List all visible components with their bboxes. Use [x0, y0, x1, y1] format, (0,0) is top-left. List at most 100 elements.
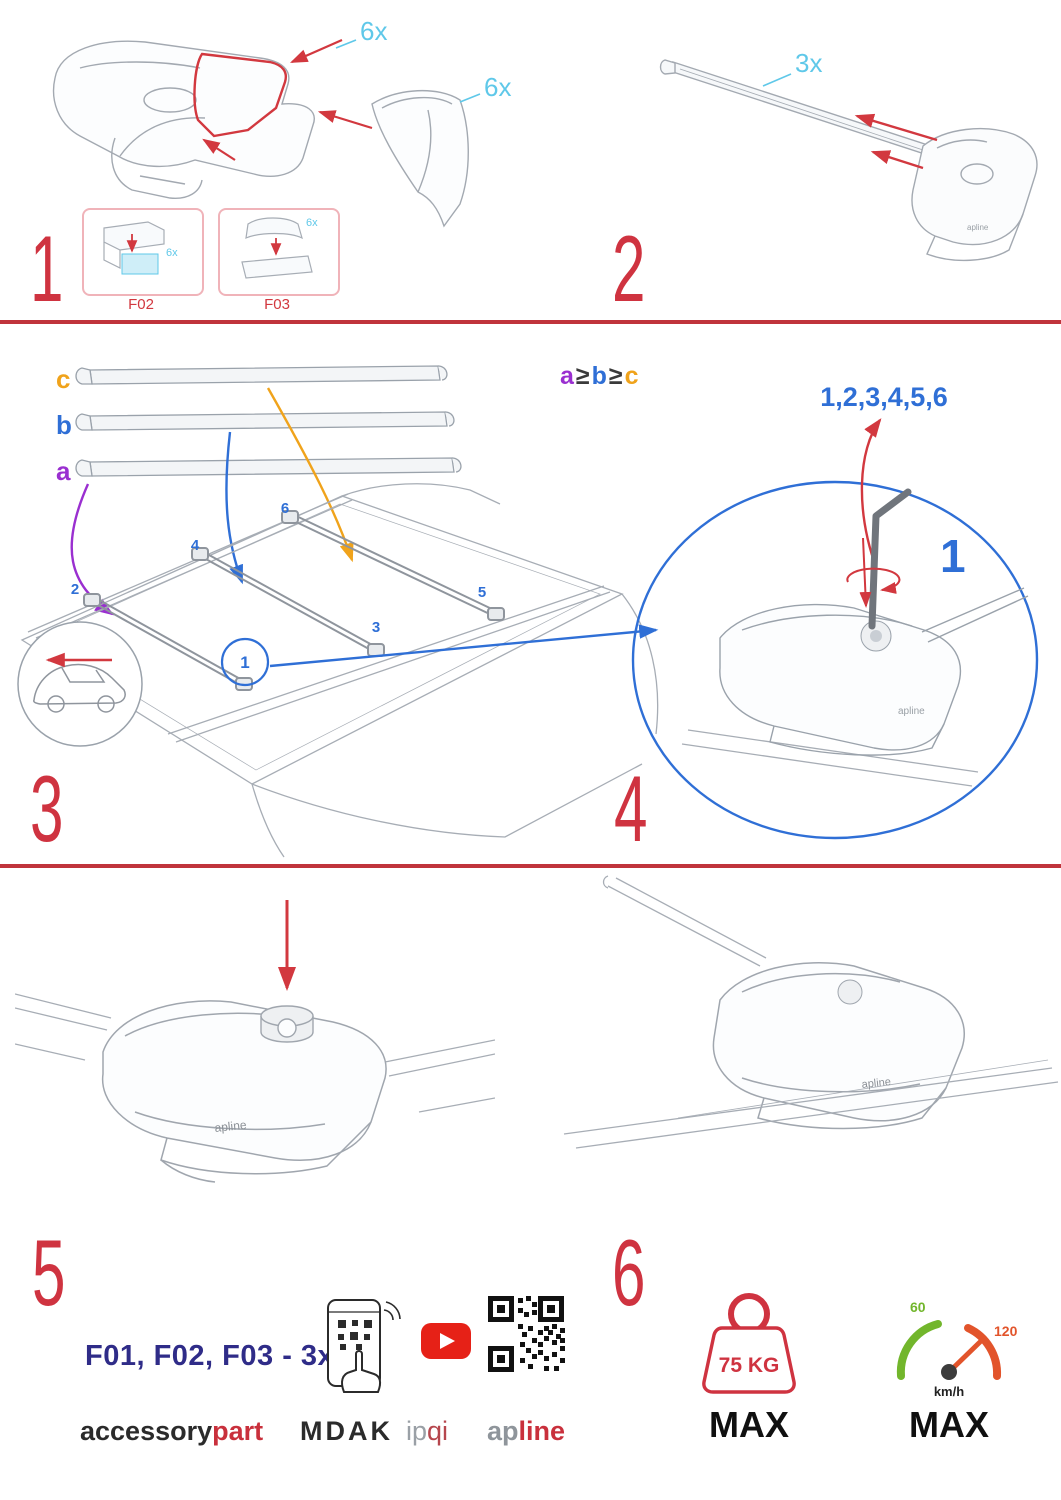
rotate-arrow [846, 567, 901, 594]
install-arrow-top [289, 38, 343, 64]
brand-apline-a: ap [487, 1416, 519, 1446]
rail-lines [15, 993, 495, 1113]
foot-logo-text: apline [861, 1076, 891, 1091]
qty-leader-2 [459, 93, 481, 103]
brand-accessorypart-b: part [212, 1416, 264, 1446]
thumb-f02-qty: 6x [166, 247, 178, 259]
step-number-6: 6 [612, 1220, 646, 1325]
thumb-f03-label: F03 [264, 296, 290, 313]
position-1: 1 [240, 653, 249, 672]
arrow-bar-b [225, 431, 244, 585]
brand-mdak: MDAK [300, 1416, 393, 1446]
knob-press-illustration: apline [15, 900, 495, 1183]
foot-mounted [712, 962, 965, 1130]
qr-code [488, 1296, 565, 1372]
car-direction-inset [17, 621, 143, 747]
install-arrow-side [317, 110, 373, 130]
weight-max-label: MAX [709, 1404, 789, 1445]
crossbar-stub [602, 875, 767, 967]
pointing-hand [341, 1350, 382, 1393]
step-order-label: 1 [940, 530, 966, 582]
thumb-f02: 6x [82, 208, 204, 296]
bar-label-a: a [56, 456, 71, 486]
position-4: 4 [191, 537, 200, 554]
zoom-circle [631, 480, 1039, 840]
qty-leader [762, 73, 792, 87]
tightening-zoom-illustration: 1,2,3,4,5,6 1 apline [631, 382, 1039, 840]
foot-cover-illustration: 6x 6x [52, 16, 511, 228]
sequence-label: 1,2,3,4,5,6 [820, 382, 948, 412]
brand-accessorypart-a: accessory [80, 1416, 213, 1446]
cover-part [371, 90, 469, 228]
phone-qr-scan-icon [327, 1299, 401, 1393]
brand-ipqi: ipqi [406, 1416, 448, 1447]
crossbar [659, 59, 938, 159]
step-number-2: 2 [612, 216, 646, 321]
scan-signal-arcs [383, 1301, 401, 1321]
mounted-bars [83, 510, 505, 691]
bolt-cap [837, 979, 863, 1005]
slide-arrow-2 [870, 150, 924, 170]
speed-low-label: 60 [910, 1299, 926, 1315]
step-number-4: 4 [614, 756, 648, 861]
mounted-foot-illustration: apline [563, 875, 1059, 1149]
step-number-3: 3 [30, 756, 64, 861]
qty-label-bar: 3x [795, 48, 822, 78]
speed-max-label: MAX [909, 1404, 989, 1445]
foot-logo-text: apline [214, 1118, 248, 1135]
thumb-f02-label: F02 [128, 296, 154, 313]
position-6: 6 [281, 500, 289, 517]
brand-accessorypart: accessorypart [80, 1416, 263, 1447]
qty-label-cover-side: 6x [484, 72, 511, 102]
position-3: 3 [372, 619, 380, 636]
bar-label-c: c [56, 364, 70, 394]
position-1-circle [220, 637, 270, 687]
size-order-formula: a≥b≥c [560, 362, 639, 390]
foot-logo-text: apline [898, 706, 925, 717]
gauge-red-arc [964, 1324, 1002, 1380]
foot-with-knob [101, 1000, 387, 1183]
adjustment-knob [260, 1005, 314, 1043]
qty-leader-1 [335, 39, 357, 49]
step-number-5: 5 [32, 1220, 66, 1325]
foot-body [52, 40, 315, 199]
position-5: 5 [478, 584, 486, 601]
step-number-1: 1 [30, 216, 64, 321]
sequence-arrow [860, 418, 882, 571]
thumb-f03-qty: 6x [306, 217, 318, 229]
slide-arrow-1 [854, 113, 938, 142]
qty-label-cover-top: 6x [360, 16, 387, 46]
position-2: 2 [71, 581, 79, 598]
brand-ipqi-a: ip [406, 1416, 428, 1446]
speed-unit-label: km/h [934, 1384, 964, 1399]
allen-key [868, 488, 912, 630]
phone-qr-pixels [338, 1320, 372, 1350]
parts-quantity-line: F01, F02, F03 - 3x [85, 1340, 335, 1372]
youtube-icon [421, 1323, 471, 1359]
brand-ipqi-b: qi [427, 1416, 449, 1446]
speed-limit-icon: 60 120 km/h [896, 1299, 1018, 1399]
crossbar-slide-illustration: apline 3x [659, 48, 1038, 262]
arrow-bar-c [266, 387, 354, 563]
install-arrow-bottom [202, 138, 236, 161]
rail-lines [681, 729, 979, 787]
thumb-f02-drawing: 6x [103, 221, 178, 275]
thumb-f03-drawing: 6x [241, 217, 318, 279]
cover-highlight-outline [193, 52, 287, 138]
gauge-green-arc [896, 1320, 942, 1380]
bolt-head [870, 630, 882, 642]
thumb-f03: 6x [218, 208, 340, 296]
brand-apline: apline [487, 1416, 565, 1447]
rail-lines [563, 1059, 1059, 1149]
zoom-pointer-arrow [269, 624, 659, 668]
insert-arrow [859, 537, 872, 608]
bar-set [75, 365, 462, 477]
roof-overview-illustration: c b a a≥b≥c [17, 362, 659, 858]
bar-label-b: b [56, 410, 72, 440]
speed-high-label: 120 [994, 1323, 1018, 1339]
foot-part [911, 128, 1038, 262]
section-divider-1 [0, 320, 1061, 324]
weight-value: 75 KG [719, 1354, 780, 1377]
foot-zoomed [719, 587, 1029, 756]
